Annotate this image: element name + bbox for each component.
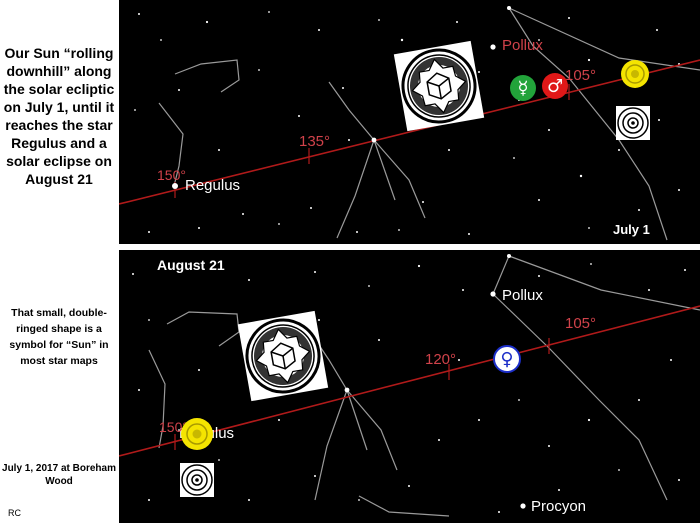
decorative-mandala-icon	[236, 309, 330, 403]
decorative-mandala-icon	[392, 39, 486, 133]
date-label-july: July 1	[613, 222, 650, 237]
degree-label-135: 135°	[299, 133, 330, 150]
constellation-lines	[148, 255, 700, 517]
ecliptic-ticks	[174, 338, 550, 450]
star-label-pollux: Pollux	[502, 287, 543, 304]
caption-date-location: July 1, 2017 at Boreham Wood	[2, 463, 116, 487]
degree-label-120: 120°	[425, 351, 456, 368]
named-stars	[172, 6, 511, 189]
caption-top: Our Sun “rolling downhill” along the sol…	[3, 45, 115, 187]
sun-yellow-icon	[621, 60, 649, 88]
ecliptic-line	[119, 59, 700, 205]
sun-symbol-icon	[180, 463, 214, 497]
star-label-pollux: Pollux	[502, 37, 543, 54]
venus-symbol-icon: ♀	[493, 345, 521, 373]
credit-label: RC	[8, 508, 21, 518]
degree-label-105: 105°	[565, 315, 596, 332]
ecliptic-line	[119, 305, 700, 457]
degree-label-150: 150°	[159, 419, 188, 435]
svg-text:♀: ♀	[500, 349, 513, 370]
mercury-symbol-icon: ☿	[510, 75, 536, 101]
mars-symbol-icon: ♂	[542, 73, 568, 99]
sun-symbol-icon	[616, 106, 650, 140]
sun-yellow-icon	[181, 418, 213, 450]
star-label-regulus: Regulus	[185, 177, 240, 194]
star-map-august: Pollux Procyon Regulus 150° 120° 105° ♀ …	[119, 250, 700, 523]
named-stars	[344, 254, 526, 509]
background-stars	[132, 263, 686, 513]
svg-text:☿: ☿	[517, 78, 528, 99]
star-label-procyon: Procyon	[531, 498, 586, 515]
caption-sun-symbol: That small, double-ringed shape is a sym…	[9, 307, 109, 367]
star-map-july: Regulus Pollux 150° 135° 105° ☿ ♂ July 1	[119, 0, 700, 244]
degree-label-150: 150°	[157, 167, 186, 183]
svg-text:♂: ♂	[547, 76, 563, 97]
date-label-august: August 21	[157, 257, 225, 273]
degree-label-105: 105°	[565, 67, 596, 84]
